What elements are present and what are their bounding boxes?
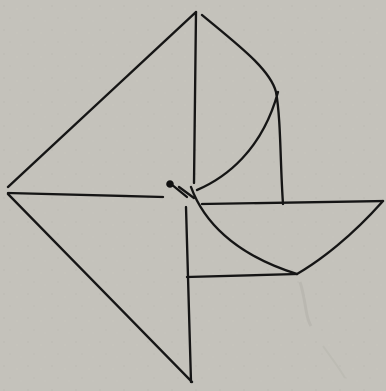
pinwheel-diagram-canvas [0,0,386,391]
paper-background [0,0,386,391]
pinwheel-diagram [0,0,386,391]
